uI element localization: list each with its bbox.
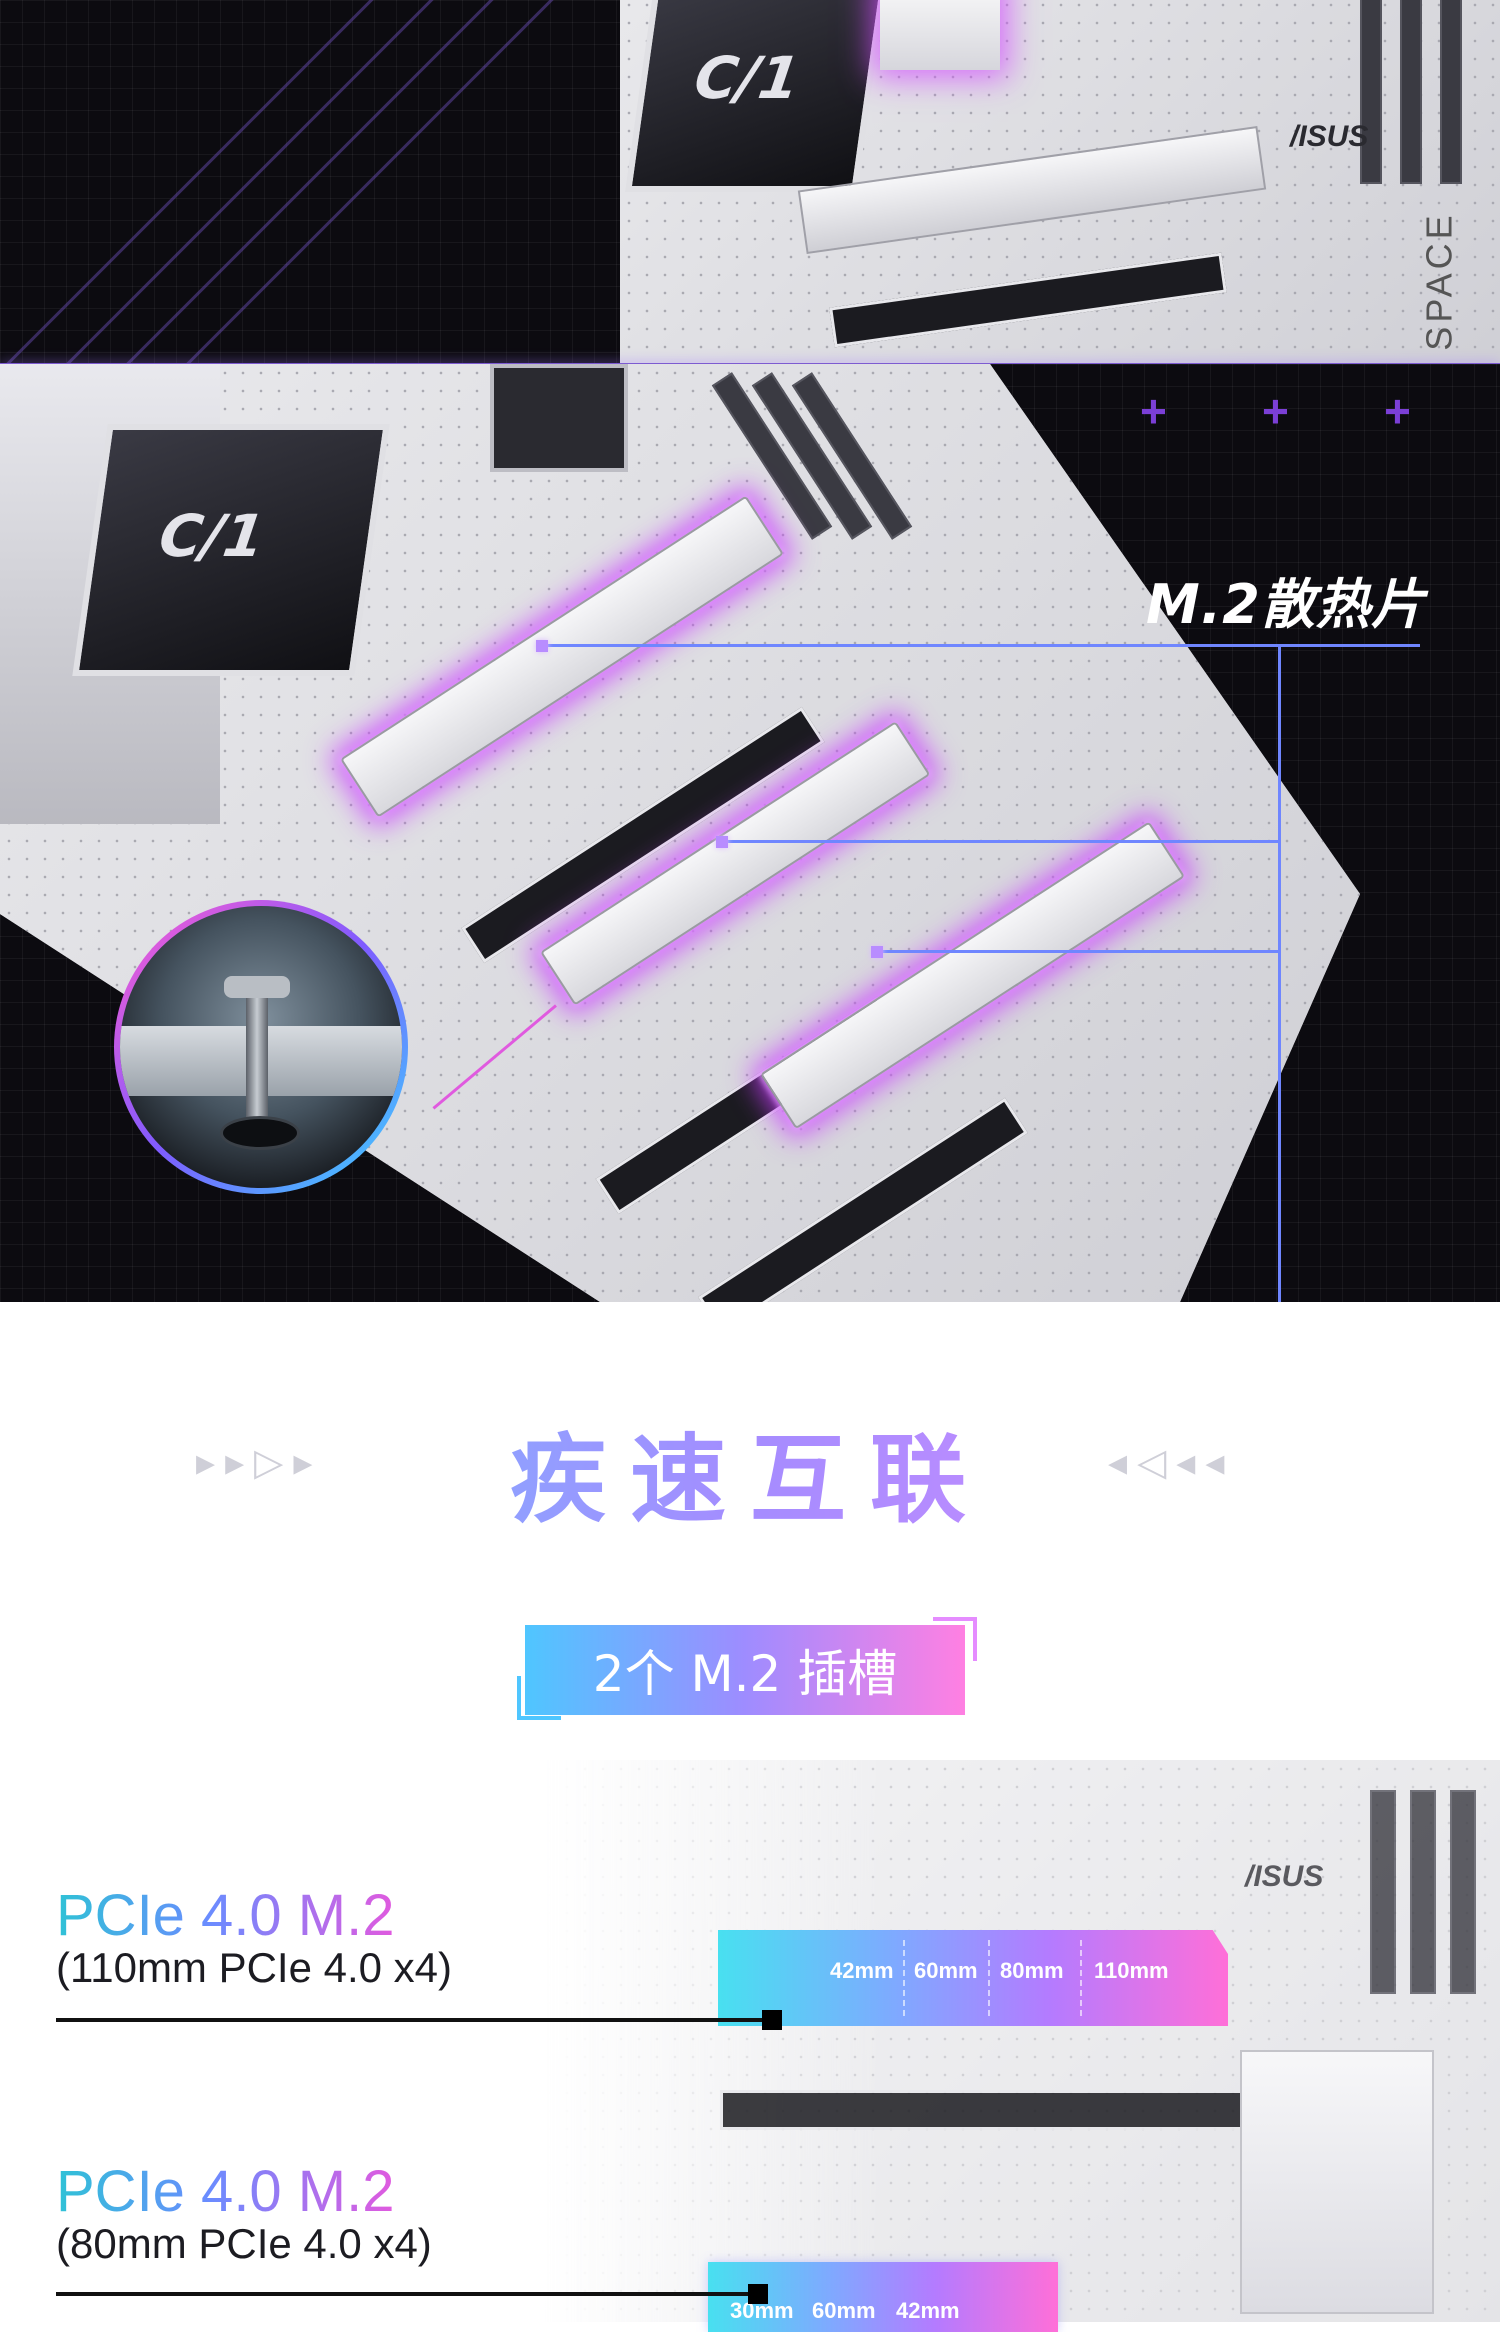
- right-arrow-decoration: ◂◁◂◂: [1108, 1440, 1235, 1484]
- slot-1-title: PCIe 4.0 M.2: [56, 1883, 395, 1948]
- dimm-slot: [1370, 1790, 1396, 1994]
- callout-anchor: [871, 946, 883, 958]
- callout-anchor: [536, 640, 548, 652]
- left-arrow-decoration: ▸▸▷▸: [196, 1440, 322, 1484]
- chipset-cover: C/1: [72, 424, 390, 676]
- length-mark: 60mm: [812, 2298, 876, 2323]
- series-mark: SPACE: [1418, 211, 1460, 351]
- board-logo: C/1: [690, 44, 805, 112]
- length-mark: 42mm: [896, 2298, 960, 2323]
- screw-head: [224, 976, 290, 998]
- deco-diagonal: [0, 0, 578, 364]
- slot-1-subtitle: (110mm PCIe 4.0 x4): [56, 1944, 453, 1991]
- dimm-slot: [1360, 0, 1382, 184]
- cpu-socket: [490, 364, 628, 472]
- screw-base: [220, 1116, 300, 1150]
- badge-corner: [933, 1617, 977, 1661]
- dimm-slot: [1410, 1790, 1436, 1994]
- callout-line: [875, 950, 1280, 953]
- badge-text: 2个 M.2 插槽: [592, 1645, 898, 1703]
- slot-2-title: PCIe 4.0 M.2: [56, 2159, 395, 2224]
- section-title: 疾速互联: [0, 1402, 1500, 1541]
- board-logo: C/1: [155, 502, 269, 570]
- callout-line: [540, 644, 1420, 647]
- slot-2-pointer-dot: [748, 2284, 768, 2304]
- length-mark: 80mm: [1000, 1958, 1064, 1983]
- brand-mark: /ISUS: [1290, 120, 1369, 153]
- length-mark: 110mm: [1094, 1958, 1169, 1983]
- board-faded: [540, 1760, 1500, 2322]
- plus-decoration: +: [1140, 385, 1167, 437]
- callout-line: [1278, 644, 1281, 1302]
- length-tick: [903, 1940, 905, 2016]
- dimm-slot: [1440, 0, 1462, 184]
- slot-1-pointer-line: [56, 2018, 770, 2022]
- chipset-cover: C/1: [625, 0, 887, 192]
- slot-2-pointer-line: [56, 2292, 756, 2296]
- slot-1-pointer-dot: [762, 2010, 782, 2030]
- screw-shaft: [246, 986, 268, 1126]
- length-tick: [988, 1940, 990, 2016]
- brand-mark: /ISUS: [1245, 1860, 1324, 1893]
- top-product-section: C/1 /ISUS SPACE: [0, 0, 1500, 364]
- badge-corner: [517, 1676, 561, 1720]
- m2-slot-1-bar: 42mm 60mm 80mm 110mm: [718, 1930, 1228, 2026]
- callout-line: [720, 840, 1280, 843]
- screw-closeup-image: [114, 900, 408, 1194]
- plus-decoration: +: [1262, 385, 1289, 437]
- m2-heatsink-label: M.2散热片: [1146, 573, 1426, 636]
- length-tick: [1080, 1940, 1082, 2016]
- chipset-heatsink: [1240, 2050, 1434, 2314]
- length-mark: 42mm: [830, 1958, 894, 1983]
- length-mark: 60mm: [914, 1958, 978, 1983]
- motherboard-bottom-image: /ISUS: [540, 1760, 1500, 2322]
- m2-slot-count-badge: 2个 M.2 插槽: [525, 1625, 965, 1715]
- callout-anchor: [716, 836, 728, 848]
- dimm-slot: [1400, 0, 1422, 184]
- pcie-slot: [720, 2090, 1246, 2130]
- vrm-heatsink: [880, 0, 1000, 70]
- slot-2-subtitle: (80mm PCIe 4.0 x4): [56, 2220, 432, 2267]
- plus-decoration: +: [1384, 385, 1411, 437]
- dimm-slot: [1450, 1790, 1476, 1994]
